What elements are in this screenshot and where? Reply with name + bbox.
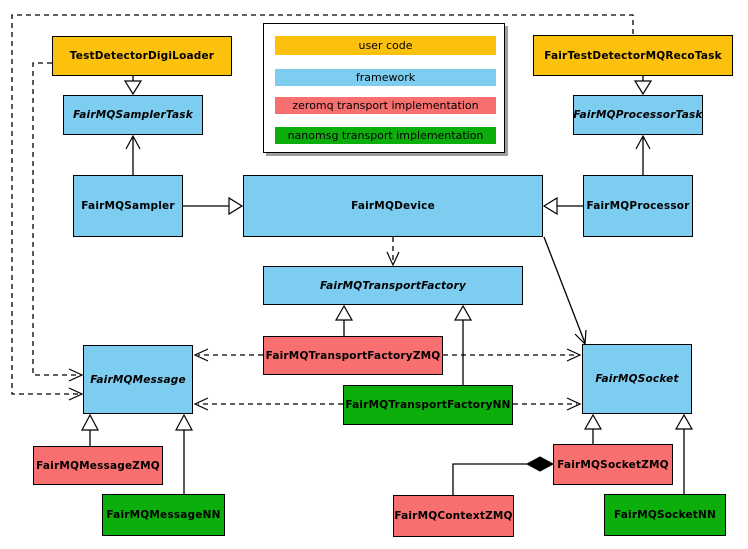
- legend-item-user-code: user code: [275, 36, 496, 55]
- node-fairmqdevice: FairMQDevice: [243, 175, 543, 237]
- edge-messagezmq-message: [81, 413, 99, 446]
- edge-factoryzmq-socket: [443, 348, 582, 362]
- edge-processor-device: [542, 196, 583, 216]
- edge-messagenn-message: [175, 413, 193, 494]
- node-fairmqtransportfactoryzmq: FairMQTransportFactoryZMQ: [263, 336, 443, 375]
- node-fairmqprocessortask: FairMQProcessorTask: [573, 95, 703, 135]
- edge-factorynn-factory: [453, 304, 473, 385]
- edge-device-transportfactory: [386, 237, 400, 267]
- legend-item-nanomsg: nanomsg transport implementation: [275, 127, 496, 144]
- legend: user code framework zeromq transport imp…: [263, 23, 505, 153]
- node-testdetectordigiloader: TestDetectorDigiLoader: [52, 36, 232, 76]
- node-fairtestdetectormqrecotask: FairTestDetectorMQRecoTask: [533, 35, 733, 76]
- edge-recotask-processortask: [633, 76, 653, 96]
- node-fairmqcontextzmq: FairMQContextZMQ: [393, 495, 514, 537]
- edge-contextzmq-socketzmq: [452, 456, 555, 495]
- edge-factorynn-socket: [513, 397, 582, 411]
- edge-sampler-device: [183, 196, 244, 216]
- edge-digiloader-samplertask: [123, 76, 143, 96]
- edge-device-socket: [543, 236, 587, 346]
- edge-socketzmq-socket: [583, 413, 603, 444]
- node-fairmqsamplertask: FairMQSamplerTask: [63, 95, 203, 135]
- edge-factorynn-message: [193, 397, 343, 411]
- node-fairmqmessagezmq: FairMQMessageZMQ: [33, 446, 163, 485]
- edge-factoryzmq-factory: [334, 304, 354, 336]
- node-fairmqsampler: FairMQSampler: [73, 175, 183, 237]
- node-fairmqmessagenn: FairMQMessageNN: [102, 494, 225, 536]
- node-fairmqprocessor: FairMQProcessor: [583, 175, 693, 237]
- node-fairmqtransportfactorynn: FairMQTransportFactoryNN: [343, 385, 513, 425]
- legend-item-framework: framework: [275, 69, 496, 86]
- edge-sampler-samplertask: [125, 134, 141, 175]
- node-fairmqsocketzmq: FairMQSocketZMQ: [553, 444, 673, 485]
- edge-socketnn-socket: [674, 413, 694, 494]
- edge-factoryzmq-message: [193, 348, 263, 362]
- node-fairmqsocketnn: FairMQSocketNN: [604, 494, 726, 536]
- node-fairmqmessage: FairMQMessage: [83, 345, 193, 414]
- node-fairmqsocket: FairMQSocket: [582, 344, 692, 414]
- legend-item-zeromq: zeromq transport implementation: [275, 97, 496, 114]
- node-fairmqtransportfactory: FairMQTransportFactory: [263, 266, 523, 305]
- edge-processor-processortask: [635, 134, 651, 175]
